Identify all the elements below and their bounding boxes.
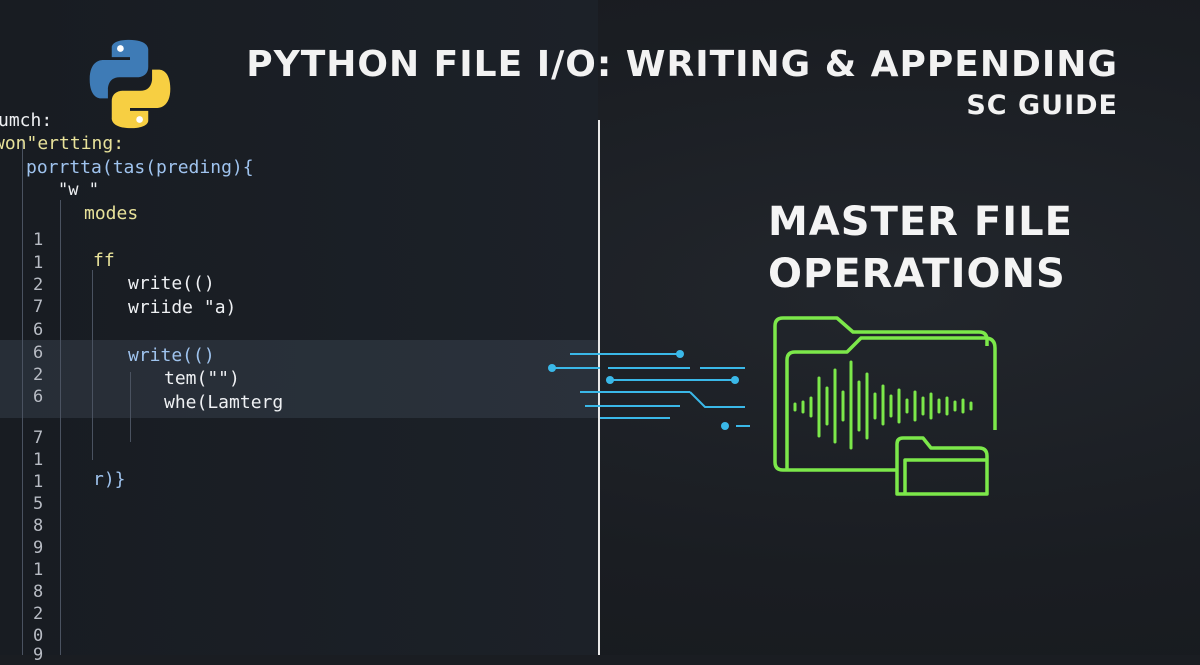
line-number: 1 [33, 230, 44, 250]
line-number: 2 [33, 365, 44, 385]
audio-folder-icon [773, 316, 997, 496]
code-line: won"ertting: [0, 133, 125, 154]
line-number: 7 [33, 428, 44, 448]
line-number: 6 [33, 343, 44, 363]
code-line: write(() [128, 273, 215, 294]
indent-guide [92, 270, 93, 460]
code-line: whe(Lamterg [164, 392, 284, 413]
code-line: tem("") [164, 368, 240, 389]
code-line: porrtta(tas(preding){ [26, 157, 254, 178]
line-number: 0 [33, 626, 44, 646]
circuit-lines-icon [548, 350, 750, 430]
code-line: "w " [58, 180, 99, 200]
page-subtitle: SC GUIDE [966, 90, 1118, 121]
code-line: write(() [128, 345, 215, 366]
line-number: 8 [33, 516, 44, 536]
highlighted-code-block [0, 340, 598, 418]
indent-guide [60, 200, 61, 655]
line-number: 6 [33, 387, 44, 407]
line-number: 1 [33, 560, 44, 580]
line-number: 9 [33, 538, 44, 558]
headline-line: MASTER FILE [768, 199, 1073, 245]
code-line: modes [84, 203, 139, 224]
line-number: 1 [33, 253, 44, 273]
line-number: 2 [33, 275, 44, 295]
line-number: 6 [33, 320, 44, 340]
code-line: wriide "a) [128, 297, 237, 318]
center-divider [598, 120, 600, 655]
indent-guide [130, 372, 131, 442]
code-editor-pane: umch: won"ertting: porrtta(tas(preding){… [0, 0, 598, 665]
line-number: 2 [33, 604, 44, 624]
headline: MASTER FILE OPERATIONS [768, 196, 1073, 300]
page-title: PYTHON FILE I/O: WRITING & APPENDING [246, 44, 1118, 85]
line-number: 1 [33, 472, 44, 492]
line-number: 7 [33, 297, 44, 317]
code-line: ff [93, 250, 115, 271]
indent-guide [22, 140, 23, 655]
code-line: umch: [0, 110, 53, 131]
line-number: 8 [33, 582, 44, 602]
headline-line: OPERATIONS [768, 251, 1066, 297]
line-number: 5 [33, 494, 44, 514]
code-line: r)} [93, 469, 126, 490]
python-logo [89, 39, 171, 129]
line-number: 1 [33, 450, 44, 470]
line-number: 9 [33, 645, 44, 665]
